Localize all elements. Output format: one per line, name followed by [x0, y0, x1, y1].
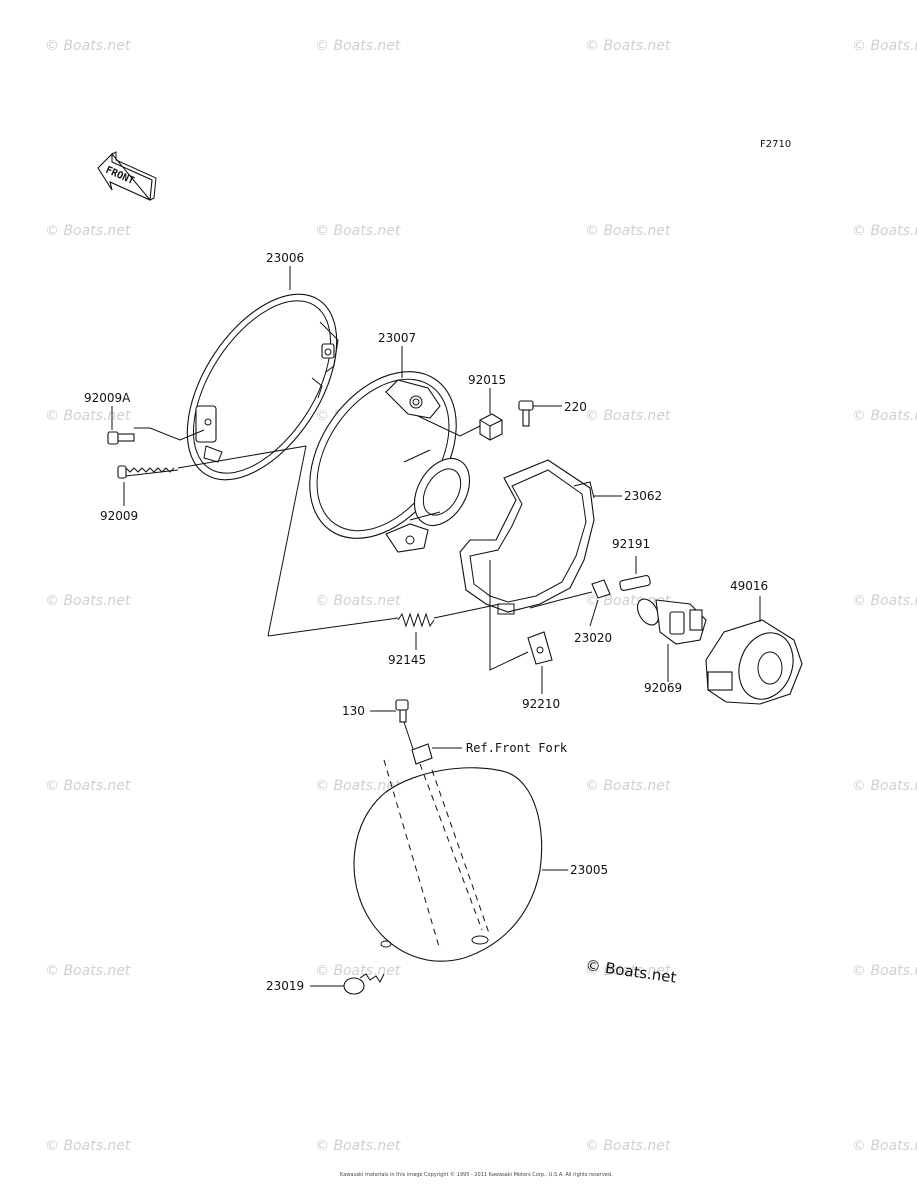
front-arrow-icon: FRONT: [97, 151, 157, 201]
watermark: © Boats.net: [852, 778, 917, 794]
nut-92015: [417, 413, 503, 441]
watermark: © Boats.net: [852, 593, 917, 609]
watermark: © Boats.net: [585, 38, 671, 54]
bulb-92069: [636, 598, 707, 682]
part-label-23005: 23005: [570, 863, 608, 877]
watermark: © Boats.net: [852, 963, 917, 979]
watermark: © Boats.net: [315, 778, 401, 794]
part-label-23007: 23007: [378, 331, 416, 345]
copyright-notice: Kawasaki materials in this image Copyrig…: [340, 1171, 613, 1178]
screw-92009: [117, 445, 307, 506]
watermark: © Boats.net: [45, 778, 131, 794]
watermark: © Boats.net: [852, 223, 917, 239]
part-label-92069: 92069: [644, 681, 682, 695]
watermark: © Boats.net: [852, 1138, 917, 1154]
bolt-130: [370, 699, 462, 765]
socket-23020: [529, 579, 611, 627]
headlight-body: [309, 371, 471, 553]
spring-92145: [267, 445, 501, 650]
watermark: © Boats.net: [45, 593, 131, 609]
watermark: © Boats.net: [45, 408, 131, 424]
watermark: © Boats.net: [585, 778, 671, 794]
headlight-rim: [186, 293, 339, 481]
watermark: © Boats.net: [45, 963, 131, 979]
watermark: © Boats.net: [852, 408, 917, 424]
watermark: © Boats.net: [315, 593, 401, 609]
watermark: © Boats.net: [585, 963, 671, 979]
watermark: © Boats.net: [852, 38, 917, 54]
watermark: © Boats.net: [585, 223, 671, 239]
watermark: © Boats.net: [315, 223, 401, 239]
screw-220: [518, 400, 562, 427]
part-label-92015: 92015: [468, 373, 506, 387]
headlight-housing: [353, 759, 568, 962]
watermark: © Boats.net: [585, 408, 671, 424]
part-label-92210: 92210: [522, 697, 560, 711]
plate-92210: [489, 560, 553, 694]
watermark: © Boats.net: [585, 1138, 671, 1154]
part-label-130: 130: [342, 704, 365, 718]
figure-id: F2710: [760, 139, 791, 150]
part-label-23062: 23062: [624, 489, 662, 503]
part-label-92191: 92191: [612, 537, 650, 551]
dust-cover-49016: [705, 596, 803, 705]
watermark-layer: © Boats.net © Boats.net © Boats.net © Bo…: [45, 38, 917, 1154]
watermark: © Boats.net: [315, 1138, 401, 1154]
headlight-bracket: [459, 459, 622, 615]
pin-92191: [619, 556, 651, 592]
brand-mark: © Boats.net: [584, 956, 677, 987]
part-label-92009A: 92009A: [84, 391, 131, 405]
watermark: © Boats.net: [45, 223, 131, 239]
part-label-220: 220: [564, 400, 587, 414]
part-label-92145: 92145: [388, 653, 426, 667]
screw-23019: [310, 973, 385, 995]
watermark: © Boats.net: [315, 38, 401, 54]
part-label-23019: 23019: [266, 979, 304, 993]
part-label-92009: 92009: [100, 509, 138, 523]
watermark: © Boats.net: [45, 38, 131, 54]
watermark: © Boats.net: [45, 1138, 131, 1154]
part-label-23006: 23006: [266, 251, 304, 265]
part-label-23020: 23020: [574, 631, 612, 645]
part-label-49016: 49016: [730, 579, 768, 593]
watermark: © Boats.net: [315, 963, 401, 979]
bolt-92009A: [107, 406, 205, 445]
ref-front-fork-label: Ref.Front Fork: [466, 741, 568, 755]
